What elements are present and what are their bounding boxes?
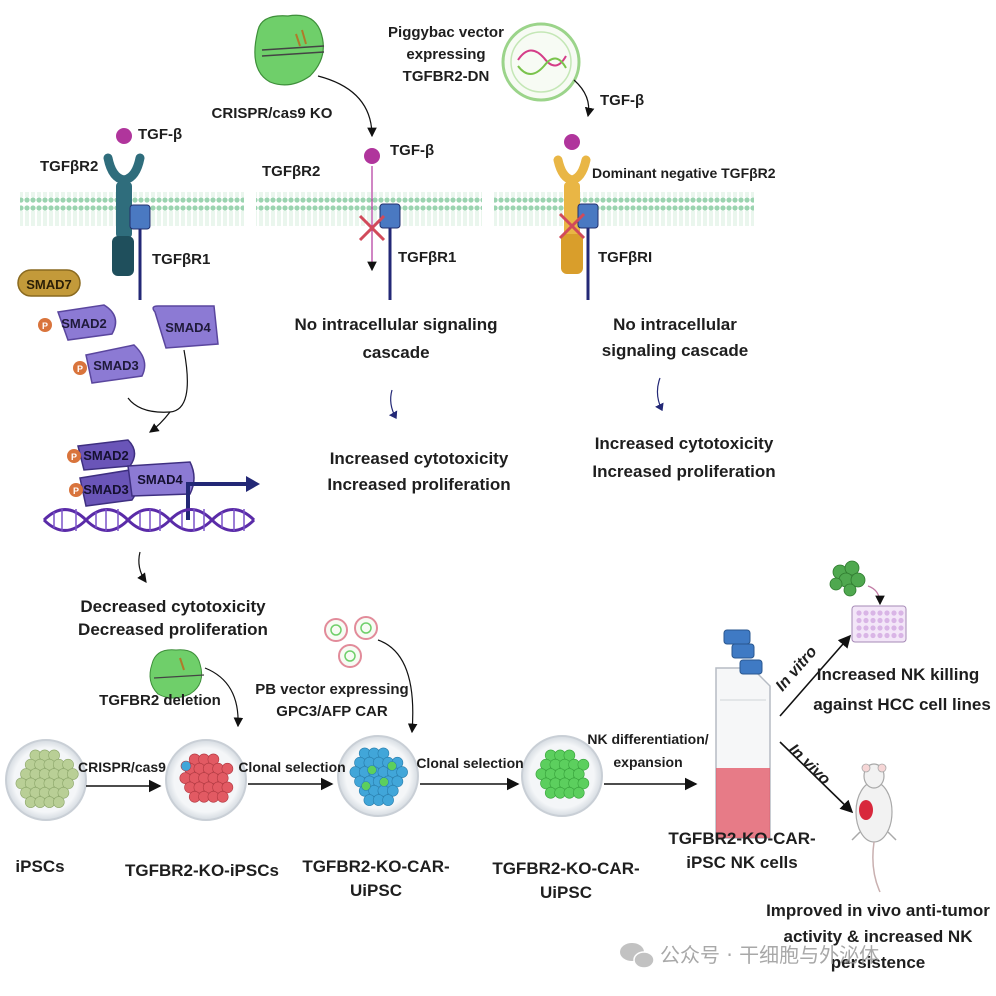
- tgfbr1-receptor: [129, 204, 151, 300]
- receptor1-label: TGFβRI: [598, 249, 652, 266]
- crispr-signal-line1: No intracellular signaling: [294, 315, 497, 334]
- smad3-protein: [85, 344, 146, 384]
- clonal-selection-label-2: Clonal selection: [416, 755, 523, 771]
- smad4-nuclear-label: SMAD4: [137, 472, 183, 487]
- clonal-selection-label-1: Clonal selection: [238, 759, 345, 775]
- in-vivo-label: In vivo: [785, 741, 833, 789]
- dn-receptor-label: Dominant negative TGFβR2: [592, 165, 776, 181]
- dn-outcome-line2: Increased proliferation: [592, 462, 775, 481]
- plasmid-icon: [501, 22, 581, 102]
- flask-icon: [715, 629, 771, 839]
- step-ko-ipscs: TGFBR2-KO-iPSCs: [125, 861, 279, 880]
- pb-vector-line3: TGFBR2-DN: [403, 68, 490, 85]
- watermark: 公众号 · 干细胞与外泌体: [620, 943, 879, 969]
- dish-ipscs: [5, 739, 87, 821]
- phospho-nuclear-label-2: P: [73, 486, 79, 496]
- tumor-cluster-icon: [829, 560, 866, 597]
- dish-car-uipsc-1: [337, 735, 419, 817]
- pb-vector-line1: PB vector expressing: [255, 681, 408, 698]
- ko-cross-icon: [358, 214, 386, 242]
- crispr-step-label: CRISPR/cas9: [78, 759, 166, 775]
- tgf-beta-ligand: [364, 148, 380, 164]
- wechat-icon: [620, 943, 655, 969]
- step-nk-line1: TGFBR2-KO-CAR-: [668, 829, 815, 848]
- cas9-small-icon: [149, 649, 205, 699]
- in-vitro-label: In vitro: [773, 643, 821, 695]
- phospho-nuclear-2: [69, 483, 83, 497]
- crispr-signal-line2: cascade: [362, 343, 429, 362]
- tgfbr1-receptor: [379, 203, 401, 300]
- dn-cross-icon: [558, 212, 586, 240]
- native-outcome-line1: Decreased cytotoxicity: [80, 597, 266, 616]
- membrane: [494, 192, 754, 226]
- phospho-label-1: P: [42, 321, 48, 331]
- smad2-nuclear-label: SMAD2: [83, 448, 129, 463]
- ligand-label: TGF-β: [390, 142, 434, 159]
- ligand-label: TGF-β: [600, 92, 644, 109]
- nk-diff-line2: expansion: [613, 754, 682, 770]
- invitro-result-line2: against HCC cell lines: [813, 695, 991, 714]
- invivo-result-line3: persistence: [831, 953, 926, 972]
- step-nk-line2: iPSC NK cells: [686, 853, 798, 872]
- invitro-result-line1: Increased NK killing: [817, 665, 980, 684]
- smad4-label: SMAD4: [165, 320, 211, 335]
- dish-ko-ipscs: [165, 739, 247, 821]
- smad7-protein: [17, 269, 81, 297]
- watermark-text: 公众号 · 干细胞与外泌体: [660, 943, 879, 967]
- phospho-label-2: P: [77, 364, 83, 374]
- receptor1-label: TGFβR1: [152, 251, 210, 268]
- cas9-icon: [254, 14, 325, 86]
- receptor2-label: TGFβR2: [40, 158, 98, 175]
- dn-signal-line1: No intracellular: [613, 315, 737, 334]
- step-car1-line2: UiPSC: [350, 881, 402, 900]
- crispr-outcome-line1: Increased cytotoxicity: [330, 449, 509, 468]
- phospho-nuclear-label-1: P: [71, 452, 77, 462]
- pb-vector-line2: expressing: [406, 46, 485, 63]
- phospho-smad2: [38, 318, 52, 332]
- panel-dominant-negative: Piggybac vector expressing TGFBR2-DN TGF…: [388, 22, 776, 481]
- smad2-label: SMAD2: [61, 316, 107, 331]
- phospho-smad3: [73, 361, 87, 375]
- panel-crispr-ko: CRISPR/cas9 KO TGF-β TGFβR2 TGFβR1 No in…: [212, 14, 511, 494]
- smad3-label: SMAD3: [93, 358, 139, 373]
- tgfbr2-deletion-label: TGFBR2 deletion: [99, 692, 221, 709]
- crispr-ko-label: CRISPR/cas9 KO: [212, 105, 333, 122]
- step-car2-line1: TGFBR2-KO-CAR-: [492, 859, 639, 878]
- smad4-nuclear: [127, 461, 195, 497]
- native-outcome-line2: Decreased proliferation: [78, 620, 268, 639]
- tgf-beta-ligand: [564, 134, 580, 150]
- crispr-outcome-line2: Increased proliferation: [327, 475, 510, 494]
- membrane: [256, 192, 482, 226]
- invivo-result-line2: activity & increased NK: [784, 927, 974, 946]
- tgfbr2-receptor: [103, 153, 145, 276]
- tgfbr1-receptor: [577, 203, 599, 300]
- invivo-result-line1: Improved in vivo anti-tumor: [766, 901, 990, 920]
- ligand-label: TGF-β: [138, 126, 182, 143]
- step-car2-line2: UiPSC: [540, 883, 592, 902]
- dn-outcome-line1: Increased cytotoxicity: [595, 434, 774, 453]
- nk-diff-line1: NK differentiation/: [587, 731, 708, 747]
- pb-vector-line2: GPC3/AFP CAR: [276, 703, 388, 720]
- step-car1-line1: TGFBR2-KO-CAR-: [302, 857, 449, 876]
- pb-vector-line1: Piggybac vector: [388, 24, 504, 41]
- transcription-arrow: [186, 482, 248, 520]
- dna-helix: [42, 508, 256, 532]
- panel-native: TGF-β TGFβR2 TGFβR1 SMAD7 SMAD2 SMAD3 SM…: [17, 126, 268, 639]
- tgf-beta-ligand: [116, 128, 132, 144]
- pb-plasmids-icon: [324, 616, 378, 668]
- dn-signal-line2: signaling cascade: [602, 341, 748, 360]
- smad7-label: SMAD7: [26, 277, 72, 292]
- mouse-icon: [851, 763, 897, 893]
- well-plate-icon: [851, 605, 907, 643]
- phospho-nuclear-1: [67, 449, 81, 463]
- smad2-protein: [56, 304, 117, 341]
- step-ipscs: iPSCs: [15, 857, 64, 876]
- dish-car-uipsc-2: [521, 735, 603, 817]
- receptor1-label: TGFβR1: [398, 249, 456, 266]
- receptor2-label: TGFβR2: [262, 163, 320, 180]
- smad4-protein: [152, 305, 219, 349]
- workflow: TGFBR2 deletion PB vector expressing GPC…: [5, 560, 991, 972]
- smad3-nuclear-label: SMAD3: [83, 482, 129, 497]
